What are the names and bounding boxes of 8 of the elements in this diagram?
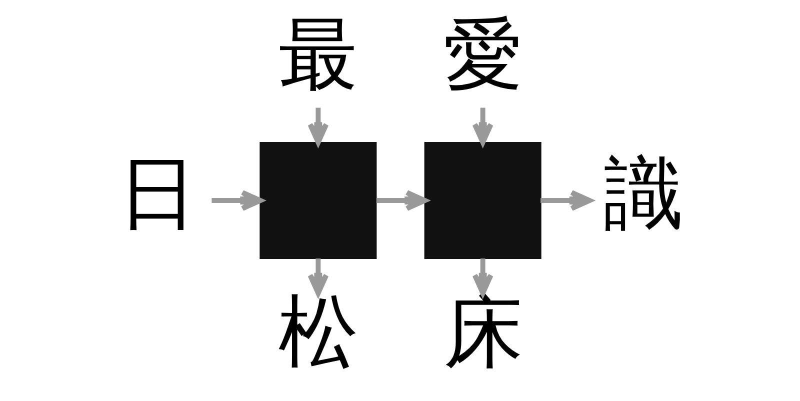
node-box	[424, 142, 541, 260]
node-text: 日	[117, 146, 196, 240]
node-text: 愛	[442, 7, 522, 100]
node-text: 床	[442, 285, 522, 378]
node-box	[259, 142, 376, 260]
node-text: 松	[278, 285, 358, 378]
node-text: 識	[604, 146, 683, 240]
node-text: 最	[278, 7, 358, 100]
